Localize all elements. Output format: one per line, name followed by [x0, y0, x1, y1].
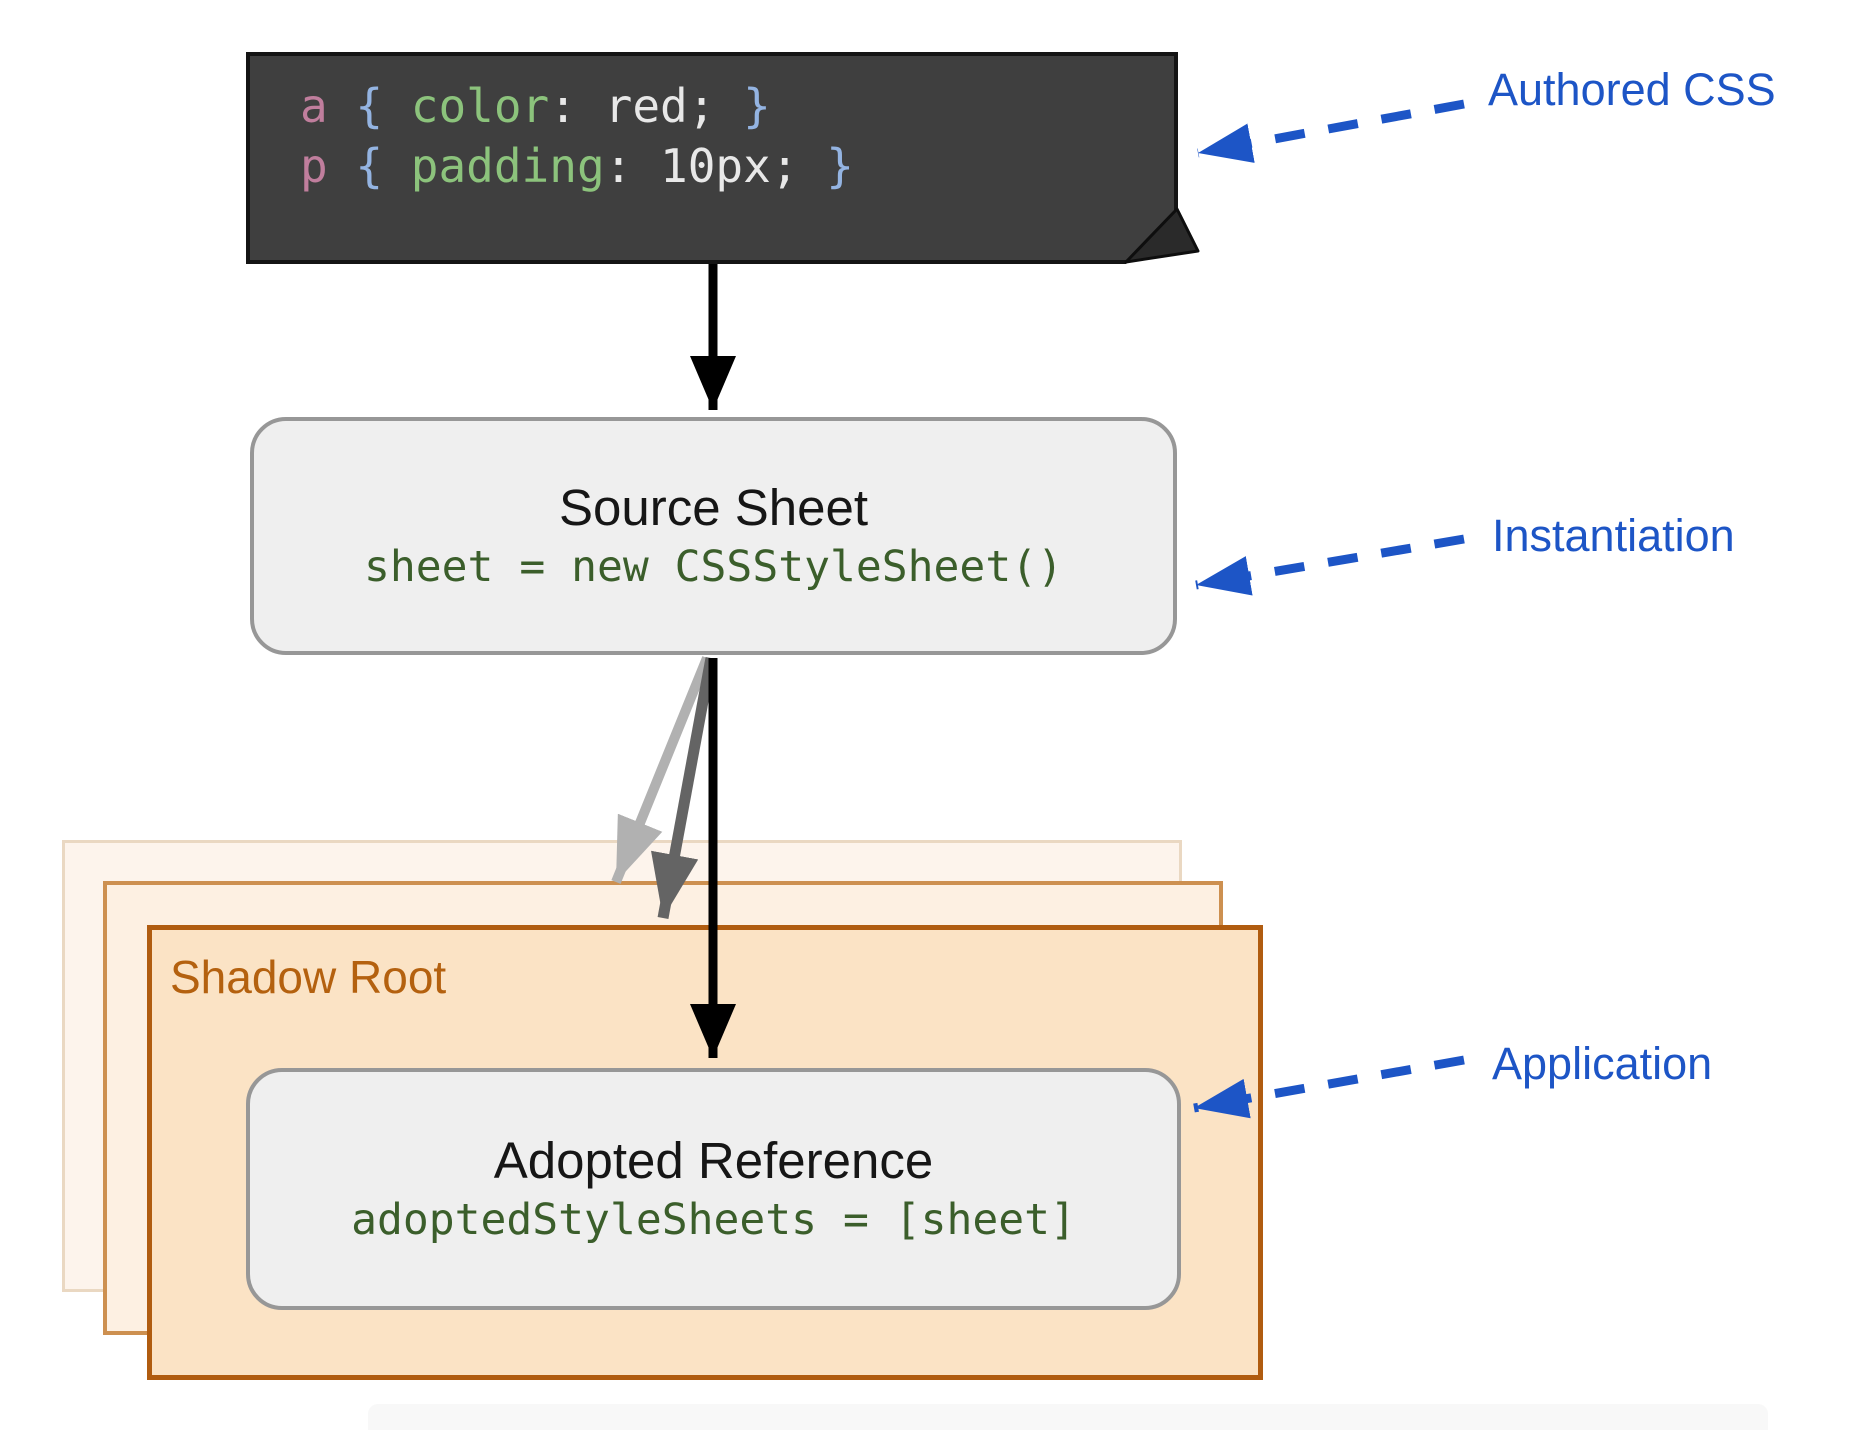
css-token-brace-close: }	[743, 79, 771, 133]
css-rule-line-2: p { padding: 10px; }	[300, 139, 854, 193]
shadow-root-label: Shadow Root	[170, 951, 447, 1003]
authored-css-code: a { color: red; } p { padding: 10px; }	[300, 76, 854, 196]
css-token-brace-close: }	[826, 139, 854, 193]
css-token-value: red;	[604, 79, 744, 133]
css-token-punct: :	[549, 79, 605, 133]
css-token-property: color	[410, 79, 550, 133]
css-token-selector: a	[300, 79, 356, 133]
css-token-property: padding	[410, 139, 605, 193]
css-token-brace-open: {	[355, 79, 411, 133]
bottom-faint-strip	[368, 1404, 1768, 1430]
css-token-value: 10px;	[660, 139, 827, 193]
css-token-brace-open: {	[355, 139, 411, 193]
adopted-reference-box: Adopted Reference adoptedStyleSheets = […	[246, 1068, 1181, 1310]
authored-css-card: a { color: red; } p { padding: 10px; }	[246, 52, 1178, 264]
annotation-label-authored-css: Authored CSS	[1488, 64, 1776, 115]
adopted-reference-code: adoptedStyleSheets = [sheet]	[351, 1195, 1076, 1245]
css-rule-line-1: a { color: red; }	[300, 79, 771, 133]
css-token-selector: p	[300, 139, 356, 193]
annotation-label-instantiation: Instantiation	[1492, 510, 1735, 561]
adopted-reference-title: Adopted Reference	[493, 1132, 934, 1189]
annotation-label-application: Application	[1492, 1038, 1713, 1089]
source-sheet-box: Source Sheet sheet = new CSSStyleSheet()	[250, 417, 1177, 655]
source-sheet-code: sheet = new CSSStyleSheet()	[364, 542, 1063, 592]
css-token-punct: :	[604, 139, 661, 193]
annotation-arrow-authored-css	[1197, 99, 1465, 163]
annotation-arrow-instantiation	[1195, 534, 1465, 596]
source-sheet-title: Source Sheet	[558, 479, 869, 536]
